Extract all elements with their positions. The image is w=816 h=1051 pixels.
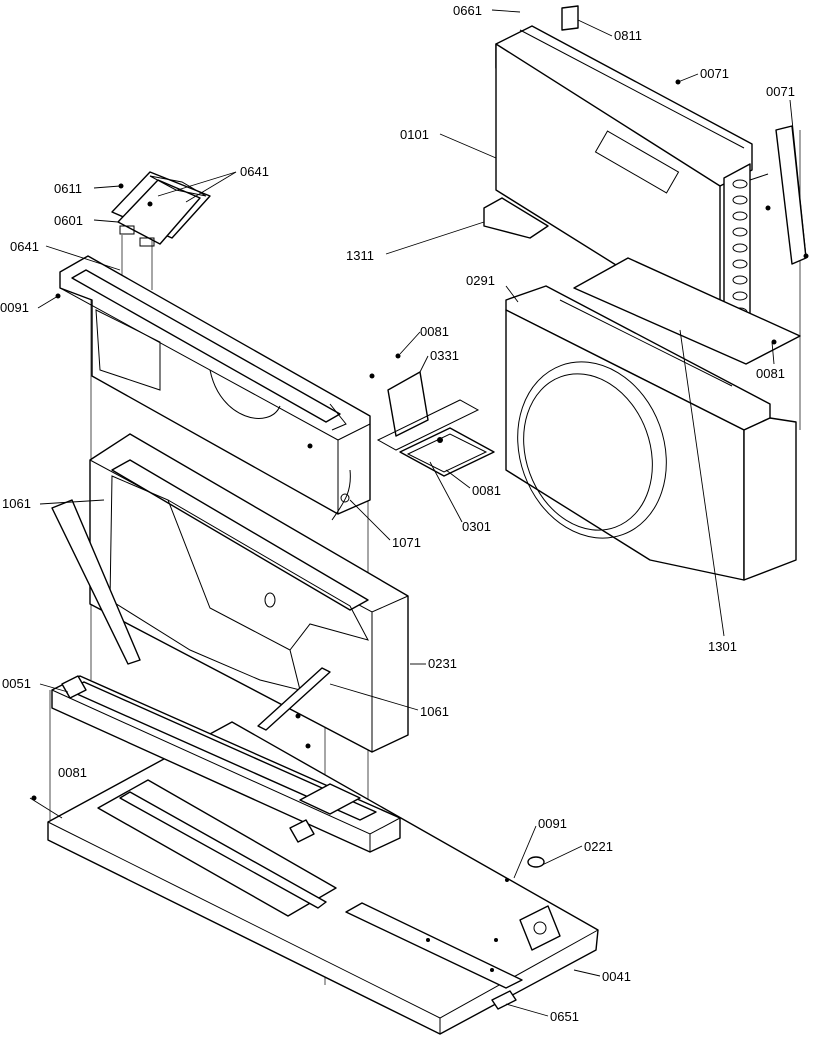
callout-labels: 0661 0811 0071 0071 0101 0641 0611 0601 …: [0, 3, 795, 1024]
evaporator-housing-0231: [51, 433, 409, 753]
callout-0071: 0071: [700, 66, 729, 81]
callout-1301: 1301: [708, 639, 737, 654]
fasteners: [31, 79, 809, 868]
callout-0041: 0041: [602, 969, 631, 984]
callout-0081: 0081: [58, 765, 87, 780]
callout-0071: 0071: [766, 84, 795, 99]
callout-0601: 0601: [54, 213, 83, 228]
callout-0301: 0301: [462, 519, 491, 534]
condenser-coil: [723, 125, 807, 331]
callout-1071: 1071: [392, 535, 421, 550]
callout-0091: 0091: [538, 816, 567, 831]
cabinet-0101: [483, 5, 753, 331]
callout-0081: 0081: [420, 324, 449, 339]
front-top-panel: [59, 255, 371, 521]
tray-0051: [51, 675, 401, 853]
base-pan-0041: [47, 721, 599, 1035]
callout-0661: 0661: [453, 3, 482, 18]
callout-0051: 0051: [2, 676, 31, 691]
callout-0611: 0611: [54, 181, 82, 196]
callout-0651: 0651: [550, 1009, 579, 1024]
callout-1061: 1061: [420, 704, 449, 719]
callout-0331: 0331: [430, 348, 459, 363]
callout-0221: 0221: [584, 839, 613, 854]
callout-0231: 0231: [428, 656, 457, 671]
blower-housing-0291: [505, 257, 801, 581]
callout-1061: 1061: [2, 496, 31, 511]
callout-0641: 0641: [10, 239, 39, 254]
leader-lines: [29, 9, 807, 1017]
callout-1311: 1311: [346, 248, 374, 263]
callout-0811: 0811: [614, 28, 642, 43]
control-module-0601: [111, 171, 211, 247]
callout-0081: 0081: [472, 483, 501, 498]
tray-0301: [399, 427, 495, 477]
bracket-0331: [369, 353, 480, 451]
callout-0291: 0291: [466, 273, 495, 288]
callout-0101: 0101: [400, 127, 429, 142]
callout-0081: 0081: [756, 366, 785, 381]
callout-0091: 0091: [0, 300, 29, 315]
callout-0641: 0641: [240, 164, 269, 179]
